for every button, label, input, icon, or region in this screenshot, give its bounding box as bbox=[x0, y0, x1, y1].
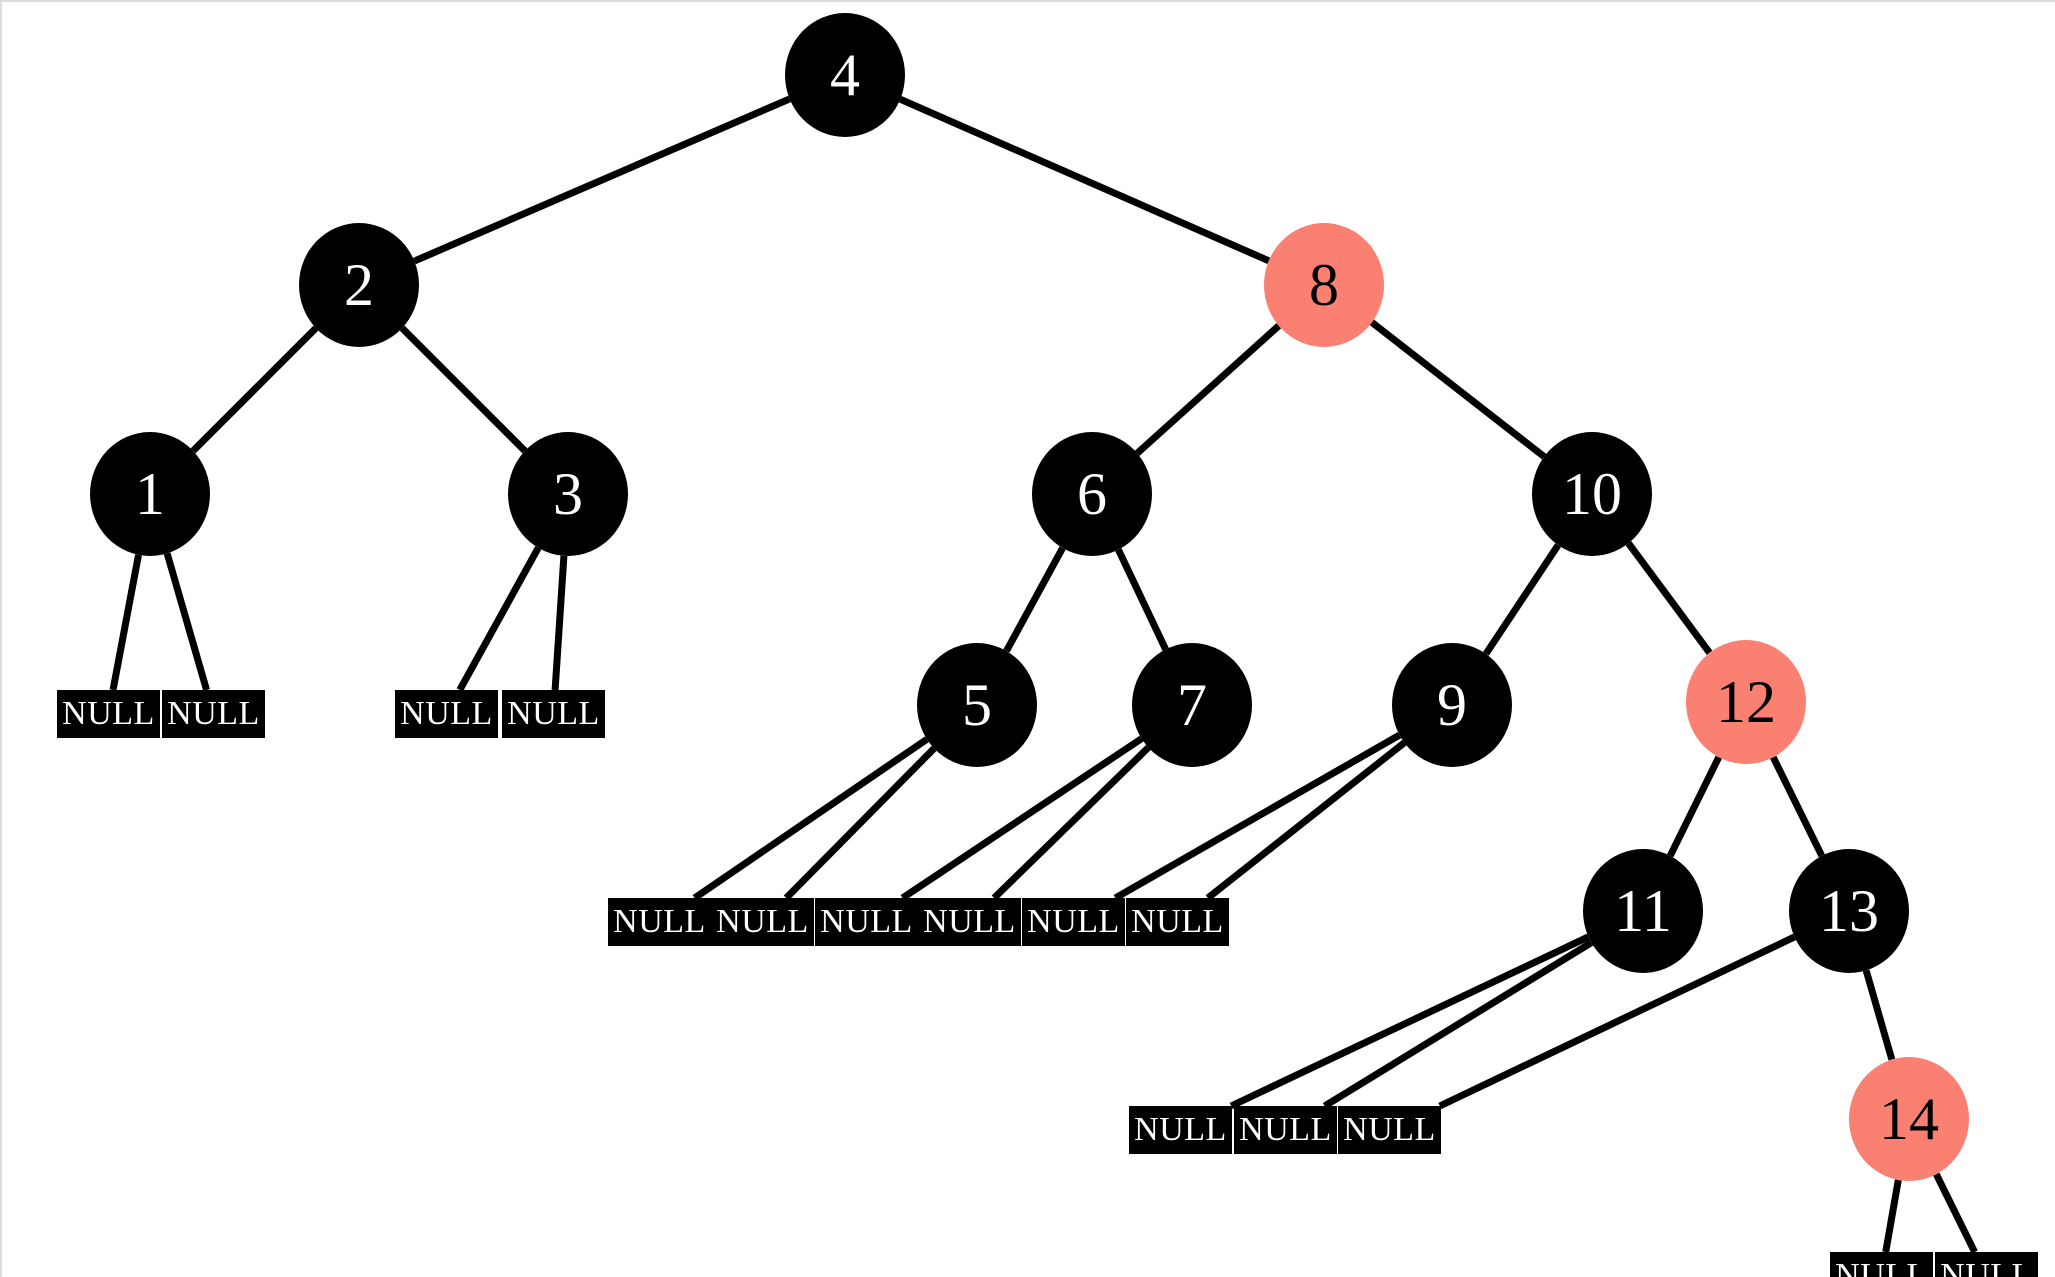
tree-null-leaf: NULL bbox=[815, 898, 918, 946]
tree-edge bbox=[551, 555, 568, 691]
tree-edge bbox=[783, 745, 937, 901]
tree-node-1[interactable]: 1 bbox=[90, 432, 210, 556]
tree-null-leaf: NULL bbox=[1129, 1106, 1232, 1154]
tree-node-11[interactable]: 11 bbox=[1583, 849, 1703, 973]
tree-null-leaf-label: NULL bbox=[400, 695, 493, 732]
tree-null-leaf: NULL bbox=[1338, 1106, 1441, 1154]
tree-edge bbox=[456, 546, 542, 692]
tree-node-10[interactable]: 10 bbox=[1532, 432, 1652, 556]
tree-node-6[interactable]: 6 bbox=[1032, 432, 1152, 556]
tree-node-2[interactable]: 2 bbox=[299, 223, 419, 347]
tree-edge bbox=[898, 96, 1271, 264]
tree-null-leaf-label: NULL bbox=[1239, 1111, 1332, 1148]
tree-null-leaf: NULL bbox=[57, 690, 160, 738]
tree-node-label: 1 bbox=[135, 461, 165, 527]
tree-node-label: 3 bbox=[553, 461, 583, 527]
tree-null-leaf: NULL bbox=[1022, 898, 1125, 946]
tree-node-8[interactable]: 8 bbox=[1264, 223, 1384, 347]
tree-null-leaf-label: NULL bbox=[1835, 1257, 1928, 1277]
tree-null-leaf-label: NULL bbox=[716, 903, 809, 940]
tree-null-leaf: NULL bbox=[1234, 1106, 1337, 1154]
tree-edge bbox=[1862, 969, 1896, 1061]
tree-null-leaf: NULL bbox=[395, 690, 498, 738]
tree-node-label: 8 bbox=[1309, 252, 1339, 318]
tree-edge bbox=[1113, 732, 1402, 902]
tree-node-label: 12 bbox=[1716, 669, 1776, 735]
tree-null-leaf: NULL bbox=[502, 690, 605, 738]
tree-node-9[interactable]: 9 bbox=[1392, 643, 1512, 767]
tree-edge bbox=[1667, 755, 1722, 858]
tree-node-label: 9 bbox=[1437, 672, 1467, 738]
tree-null-leaf-label: NULL bbox=[820, 903, 913, 940]
tree-node-4[interactable]: 4 bbox=[785, 13, 905, 137]
tree-null-leaf-label: NULL bbox=[1343, 1111, 1436, 1148]
tree-node-5[interactable]: 5 bbox=[917, 643, 1037, 767]
tree-edge bbox=[1625, 541, 1713, 655]
tree-edge bbox=[399, 325, 528, 454]
tree-edge bbox=[1933, 1172, 1978, 1254]
tree-edge bbox=[190, 325, 319, 454]
tree-node-13[interactable]: 13 bbox=[1789, 849, 1909, 973]
tree-edge bbox=[163, 552, 210, 691]
tree-edge bbox=[1003, 546, 1066, 653]
tree-null-leaf: NULL bbox=[1830, 1252, 1933, 1277]
tree-edge bbox=[1134, 323, 1282, 456]
tree-edge bbox=[1369, 319, 1547, 460]
tree-edge bbox=[1882, 1179, 1902, 1253]
tree-node-label: 5 bbox=[962, 672, 992, 738]
tree-node-label: 2 bbox=[344, 252, 374, 318]
tree-node-label: 10 bbox=[1562, 461, 1622, 527]
tree-null-leaf-label: NULL bbox=[923, 903, 1016, 940]
tree-null-leaf: NULL bbox=[162, 690, 265, 738]
tree-edge bbox=[1770, 755, 1825, 858]
tree-node-7[interactable]: 7 bbox=[1132, 643, 1252, 767]
tree-null-leaf-label: NULL bbox=[1134, 1111, 1227, 1148]
tree-null-leaf: NULL bbox=[608, 898, 711, 946]
tree-null-leaf-label: NULL bbox=[613, 903, 706, 940]
tree-null-leaf: NULL bbox=[1935, 1252, 2038, 1277]
tree-edge bbox=[1205, 739, 1407, 901]
tree-node-label: 11 bbox=[1614, 878, 1672, 944]
tree-null-leaf: NULL bbox=[711, 898, 814, 946]
tree-edge bbox=[900, 735, 1144, 901]
tree-null-leaf: NULL bbox=[918, 898, 1021, 946]
tree-node-label: 6 bbox=[1077, 461, 1107, 527]
tree-node-label: 4 bbox=[830, 42, 860, 108]
tree-null-leaf: NULL bbox=[1126, 898, 1229, 946]
tree-null-leaf-label: NULL bbox=[62, 695, 155, 732]
tree-edge bbox=[1229, 933, 1590, 1110]
tree-edge bbox=[109, 554, 142, 691]
tree-edge bbox=[991, 745, 1151, 901]
tree-node-label: 7 bbox=[1177, 672, 1207, 738]
tree-null-leaf-label: NULL bbox=[1027, 903, 1120, 940]
tree-edge bbox=[412, 95, 792, 265]
tree-null-leaf-label: NULL bbox=[167, 695, 260, 732]
tree-node-label: 13 bbox=[1819, 878, 1879, 944]
tree-null-leaf-label: NULL bbox=[1940, 1257, 2033, 1277]
tree-null-leaf-label: NULL bbox=[507, 695, 600, 732]
tree-node-label: 14 bbox=[1879, 1086, 1939, 1152]
tree-node-3[interactable]: 3 bbox=[508, 432, 628, 556]
tree-edge bbox=[1115, 548, 1169, 651]
tree-edge bbox=[692, 736, 929, 901]
tree-edge bbox=[1483, 543, 1561, 656]
tree-node-12[interactable]: 12 bbox=[1686, 640, 1806, 764]
tree-null-leaf-label: NULL bbox=[1131, 903, 1224, 940]
tree-node-14[interactable]: 14 bbox=[1849, 1057, 1969, 1181]
tree-edge bbox=[1322, 939, 1594, 1109]
